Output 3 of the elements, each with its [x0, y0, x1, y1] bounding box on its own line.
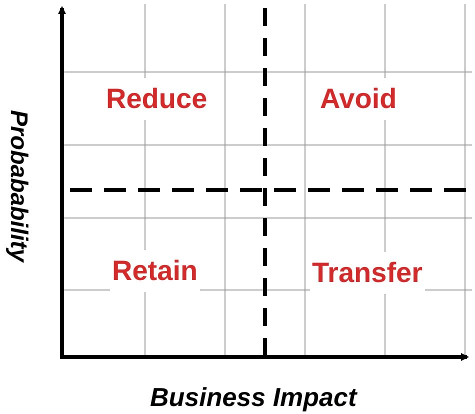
quadrant-label: Retain [110, 250, 200, 292]
quadrant-label: Transfer [310, 252, 424, 294]
axis-title: Probabability [4, 110, 33, 262]
